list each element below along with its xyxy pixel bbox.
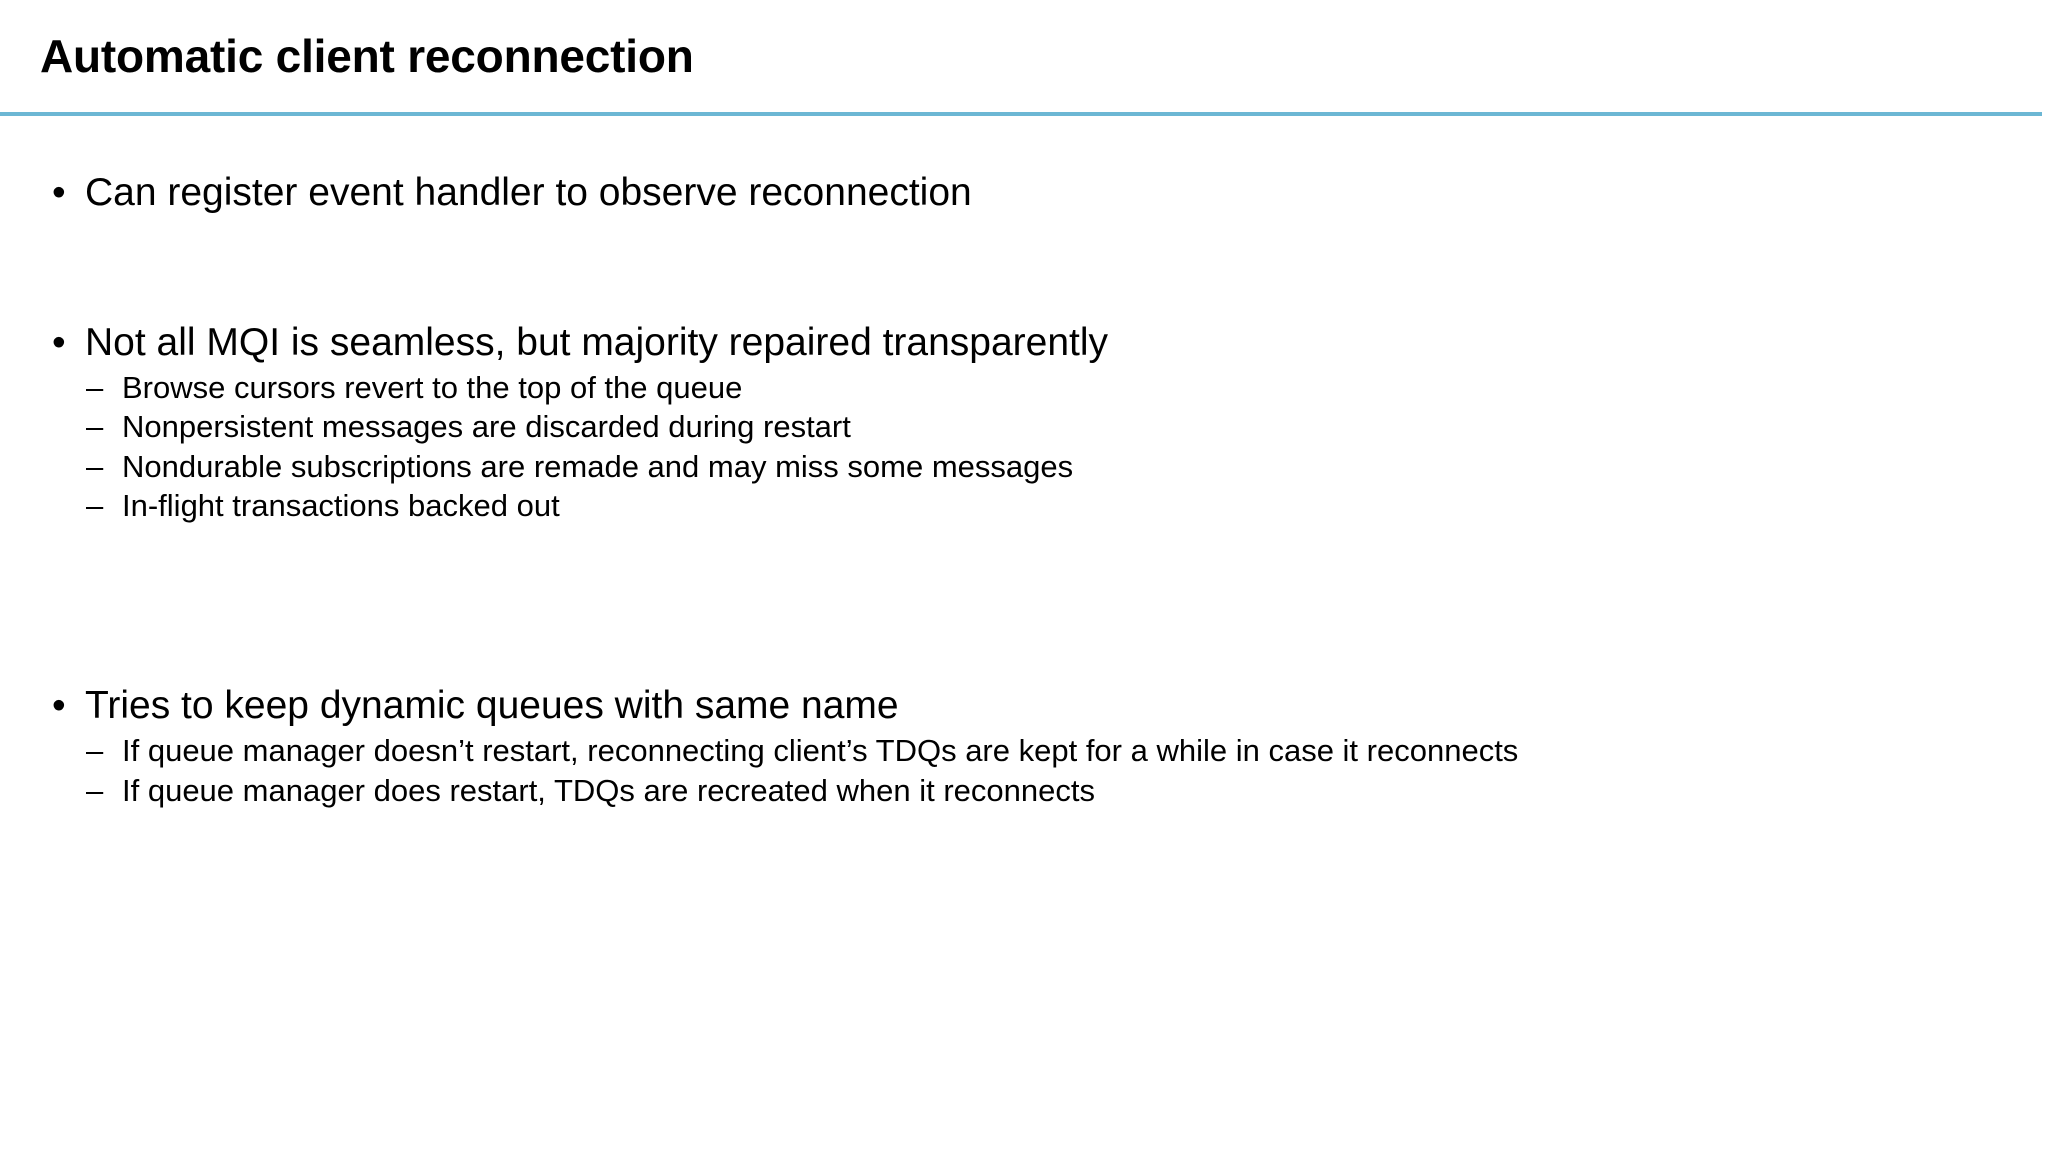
bullet-level1[interactable]: • Tries to keep dynamic queues with same… bbox=[40, 681, 2032, 731]
bullet-level1[interactable]: • Not all MQI is seamless, but majority … bbox=[40, 318, 2032, 368]
bullet-dot-icon: • bbox=[52, 171, 66, 214]
blank-line-spacer bbox=[40, 218, 2020, 268]
bullet-level2-text: If queue manager does restart, TDQs are … bbox=[122, 772, 1095, 808]
bullet-level2[interactable]: – If queue manager doesn’t restart, reco… bbox=[40, 731, 2048, 770]
blank-line-spacer bbox=[40, 575, 2020, 681]
bullet-dash-icon: – bbox=[86, 448, 104, 484]
bullet-level2-text: Nondurable subscriptions are remade and … bbox=[122, 448, 1074, 484]
blank-line-spacer bbox=[40, 268, 2020, 318]
bullet-level2[interactable]: – Nonpersistent messages are discarded d… bbox=[40, 407, 2048, 446]
bullet-dash-icon: – bbox=[86, 409, 104, 445]
bullet-level2[interactable]: – Nondurable subscriptions are remade an… bbox=[40, 447, 2048, 486]
bullet-level1-text: Not all MQI is seamless, but majority re… bbox=[85, 320, 1109, 364]
bullet-dash-icon: – bbox=[86, 772, 104, 808]
bullet-level1-text: Can register event handler to observe re… bbox=[85, 171, 972, 214]
bullet-dash-icon: – bbox=[86, 733, 104, 769]
bullet-level2-text: In-flight transactions backed out bbox=[122, 487, 560, 523]
bullet-level1[interactable]: • Can register event handler to observe … bbox=[40, 168, 2032, 218]
bullet-dot-icon: • bbox=[52, 320, 66, 364]
bullet-level2-text: Nonpersistent messages are discarded dur… bbox=[122, 409, 851, 445]
blank-line-spacer bbox=[40, 525, 2020, 575]
bullet-dot-icon: • bbox=[52, 684, 66, 728]
bullet-level2[interactable]: – If queue manager does restart, TDQs ar… bbox=[40, 771, 2048, 810]
page-title: Automatic client reconnection bbox=[40, 29, 694, 82]
title-placeholder[interactable]: Automatic client reconnection bbox=[40, 20, 2000, 92]
bullet-level2[interactable]: – Browse cursors revert to the top of th… bbox=[40, 368, 2048, 407]
bullet-level2-text: If queue manager doesn’t restart, reconn… bbox=[122, 733, 1519, 769]
title-divider-rule bbox=[0, 112, 2042, 116]
bullet-dash-icon: – bbox=[86, 487, 104, 523]
body-placeholder[interactable]: • Can register event handler to observe … bbox=[40, 168, 2020, 810]
bullet-level2-text: Browse cursors revert to the top of the … bbox=[122, 369, 743, 405]
bullet-level1-text: Tries to keep dynamic queues with same n… bbox=[85, 684, 899, 728]
bullet-dash-icon: – bbox=[86, 369, 104, 405]
bullet-level2[interactable]: – In-flight transactions backed out bbox=[40, 486, 2048, 525]
